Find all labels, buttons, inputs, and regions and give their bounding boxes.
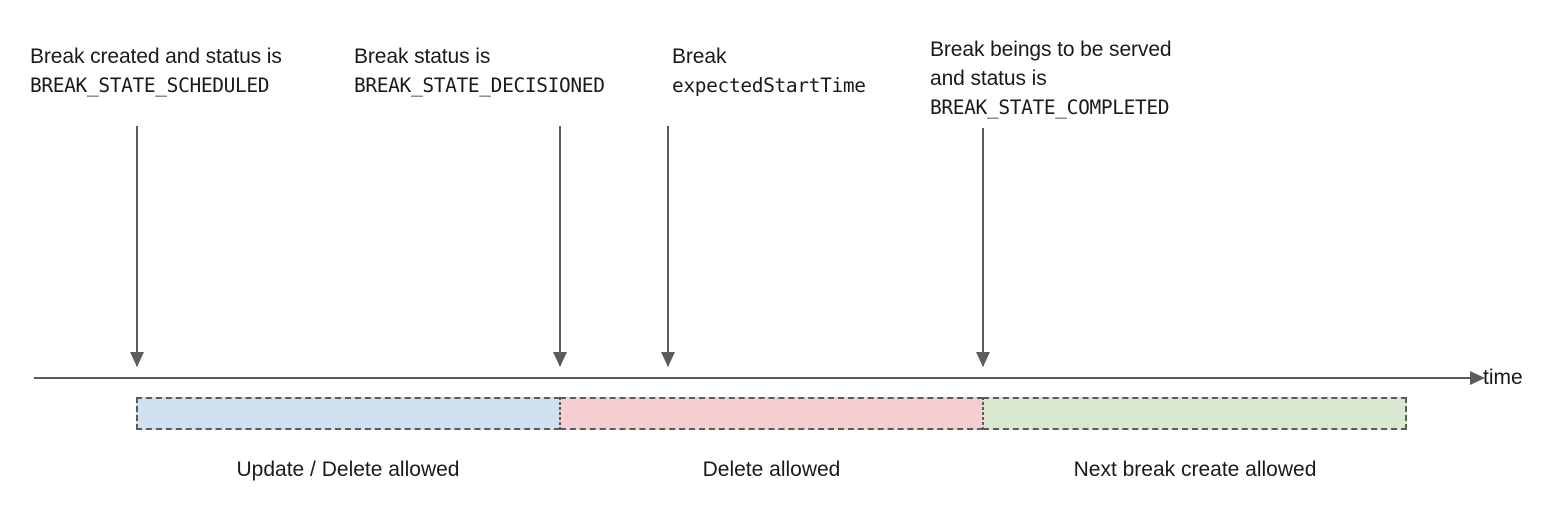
annotation-line: and status is bbox=[930, 67, 1047, 90]
arrow-head-icon bbox=[661, 352, 675, 367]
arrow-head-icon bbox=[976, 352, 990, 367]
arrow-shaft bbox=[667, 126, 669, 366]
annotation-line: Break created and status is bbox=[30, 45, 282, 68]
annotation-line-state: BREAK_STATE_COMPLETED bbox=[930, 96, 1170, 119]
drop-arrow-expected-start-time bbox=[659, 126, 677, 367]
axis-arrow-head-icon bbox=[1470, 371, 1485, 385]
drop-arrow-decisioned bbox=[551, 126, 569, 367]
caption-update-delete-allowed: Update / Delete allowed bbox=[236, 458, 460, 481]
annotation-line: Break status is bbox=[354, 45, 491, 68]
annotation-line-field: expectedStartTime bbox=[672, 74, 866, 97]
caption-delete-allowed: Delete allowed bbox=[702, 458, 841, 481]
annotation-line-state: BREAK_STATE_DECISIONED bbox=[354, 74, 605, 97]
drop-arrow-completed bbox=[974, 128, 992, 367]
annotation-break-expected-start-time: Break expectedStartTime bbox=[672, 42, 866, 100]
annotation-line: Break bbox=[672, 45, 727, 68]
caption-next-break-create-allowed: Next break create allowed bbox=[1073, 458, 1317, 481]
arrow-shaft bbox=[982, 128, 984, 366]
time-axis-label: time bbox=[1483, 366, 1523, 389]
arrow-head-icon bbox=[553, 352, 567, 367]
phase-bar-next-break-create-allowed bbox=[983, 397, 1407, 430]
annotation-break-decisioned: Break status is BREAK_STATE_DECISIONED bbox=[354, 42, 605, 100]
axis-line bbox=[34, 377, 1471, 379]
annotation-break-served-completed: Break beings to be served and status is … bbox=[930, 35, 1172, 122]
arrow-shaft bbox=[559, 126, 561, 366]
annotation-line: Break beings to be served bbox=[930, 38, 1172, 61]
annotation-break-created-scheduled: Break created and status is BREAK_STATE_… bbox=[30, 42, 282, 100]
phase-bar-delete-allowed bbox=[560, 397, 983, 430]
arrow-head-icon bbox=[130, 352, 144, 367]
phase-bar-update-delete-allowed bbox=[136, 397, 560, 430]
drop-arrow-scheduled bbox=[128, 126, 146, 367]
annotation-line-state: BREAK_STATE_SCHEDULED bbox=[30, 74, 270, 97]
arrow-shaft bbox=[136, 126, 138, 366]
